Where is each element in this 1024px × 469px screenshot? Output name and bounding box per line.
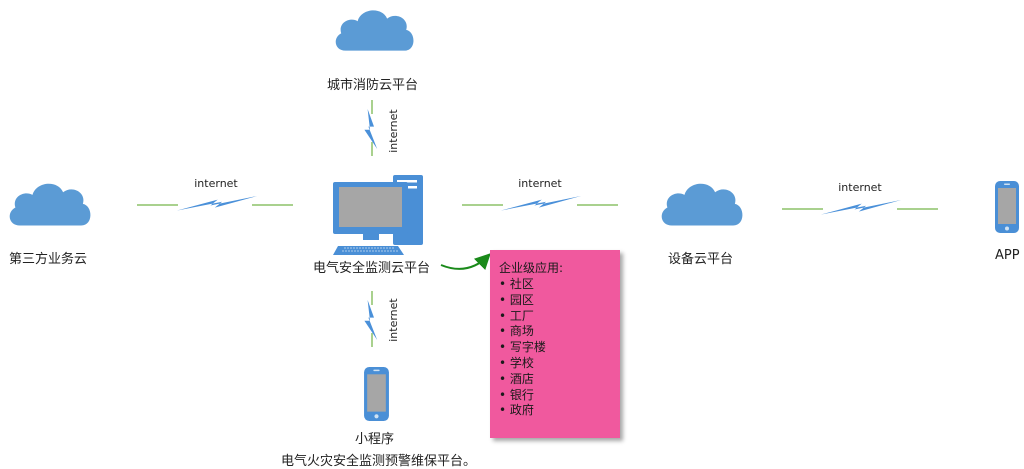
label-electrical-safety-cloud: 电气安全监测云平台 bbox=[313, 261, 431, 276]
label-mini-program: 小程序 bbox=[355, 432, 395, 447]
label-third-party-cloud: 第三方业务云 bbox=[9, 252, 88, 267]
list-item: 写字楼 bbox=[499, 340, 620, 356]
link-right bbox=[462, 195, 618, 211]
cloud-icon-city-fire bbox=[335, 10, 414, 51]
list-item: 商场 bbox=[499, 324, 620, 340]
list-item: 学校 bbox=[499, 356, 620, 372]
internet-label-right: internet bbox=[518, 177, 562, 190]
lightning-icon-bottom bbox=[364, 300, 378, 340]
list-item: 工厂 bbox=[499, 309, 620, 325]
label-device-cloud: 设备云平台 bbox=[668, 252, 734, 267]
lightning-icon-right bbox=[500, 195, 582, 211]
list-item: 政府 bbox=[499, 403, 620, 419]
enterprise-apps-panel: 企业级应用: 社区 园区 工厂 商场 写字楼 学校 酒店 银行 政府 bbox=[490, 250, 620, 438]
list-item: 社区 bbox=[499, 277, 620, 293]
list-item: 酒店 bbox=[499, 372, 620, 388]
cloud-icon-device bbox=[661, 183, 743, 226]
link-far-right bbox=[782, 199, 938, 215]
label-city-fire-cloud: 城市消防云平台 bbox=[327, 78, 419, 93]
link-bottom bbox=[364, 291, 378, 347]
phone-icon-app bbox=[995, 181, 1019, 233]
list-item: 园区 bbox=[499, 293, 620, 309]
link-top bbox=[364, 100, 378, 156]
lightning-icon-left bbox=[176, 195, 258, 211]
lightning-icon-far-right bbox=[820, 199, 902, 215]
internet-label-bottom: internet bbox=[387, 298, 400, 342]
internet-label-left: internet bbox=[194, 177, 238, 190]
lightning-icon-top bbox=[364, 109, 378, 149]
internet-label-top: internet bbox=[387, 109, 400, 153]
internet-label-far-right: internet bbox=[838, 181, 882, 194]
label-app: APP bbox=[995, 248, 1020, 263]
label-mini-program-sub: 电气火灾安全监测预警维保平台。 bbox=[281, 454, 477, 469]
enterprise-apps-title: 企业级应用: bbox=[499, 261, 564, 275]
enterprise-apps-list: 社区 园区 工厂 商场 写字楼 学校 酒店 银行 政府 bbox=[499, 277, 620, 419]
link-left bbox=[137, 195, 293, 211]
arrow-to-enterprise bbox=[440, 253, 491, 271]
phone-icon-mini-program bbox=[364, 367, 389, 421]
cloud-icon-third-party bbox=[9, 183, 91, 226]
list-item: 银行 bbox=[499, 388, 620, 404]
computer-icon bbox=[333, 175, 423, 255]
